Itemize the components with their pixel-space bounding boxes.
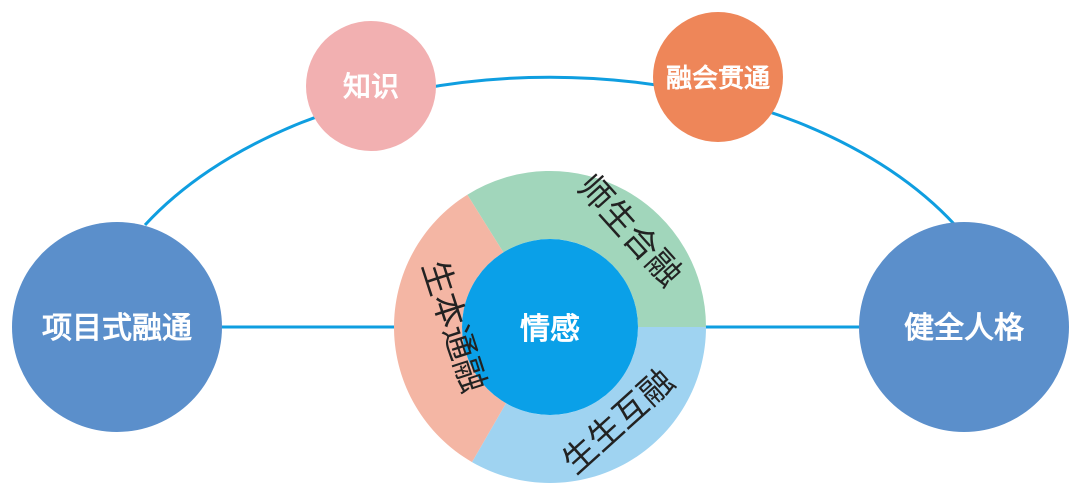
ring-segment-student-student — [472, 327, 706, 484]
project-integration-node — [12, 222, 222, 432]
center-ring — [393, 170, 706, 484]
ring-segment-student-centered — [393, 194, 506, 463]
top-arc-connector — [143, 75, 957, 227]
comprehensive-mastery-label: 融会贯通 — [666, 64, 770, 94]
center-core-label: 情感 — [520, 312, 580, 347]
comprehensive-mastery-node — [653, 12, 783, 142]
knowledge-node — [306, 21, 436, 151]
center-core — [462, 239, 638, 415]
ring-segment-teacher-student — [467, 170, 706, 327]
sound-personality-node — [859, 222, 1069, 432]
knowledge-label: 知识 — [343, 70, 399, 103]
sound-personality-label: 健全人格 — [904, 311, 1025, 346]
project-integration-label: 项目式融通 — [42, 311, 192, 346]
